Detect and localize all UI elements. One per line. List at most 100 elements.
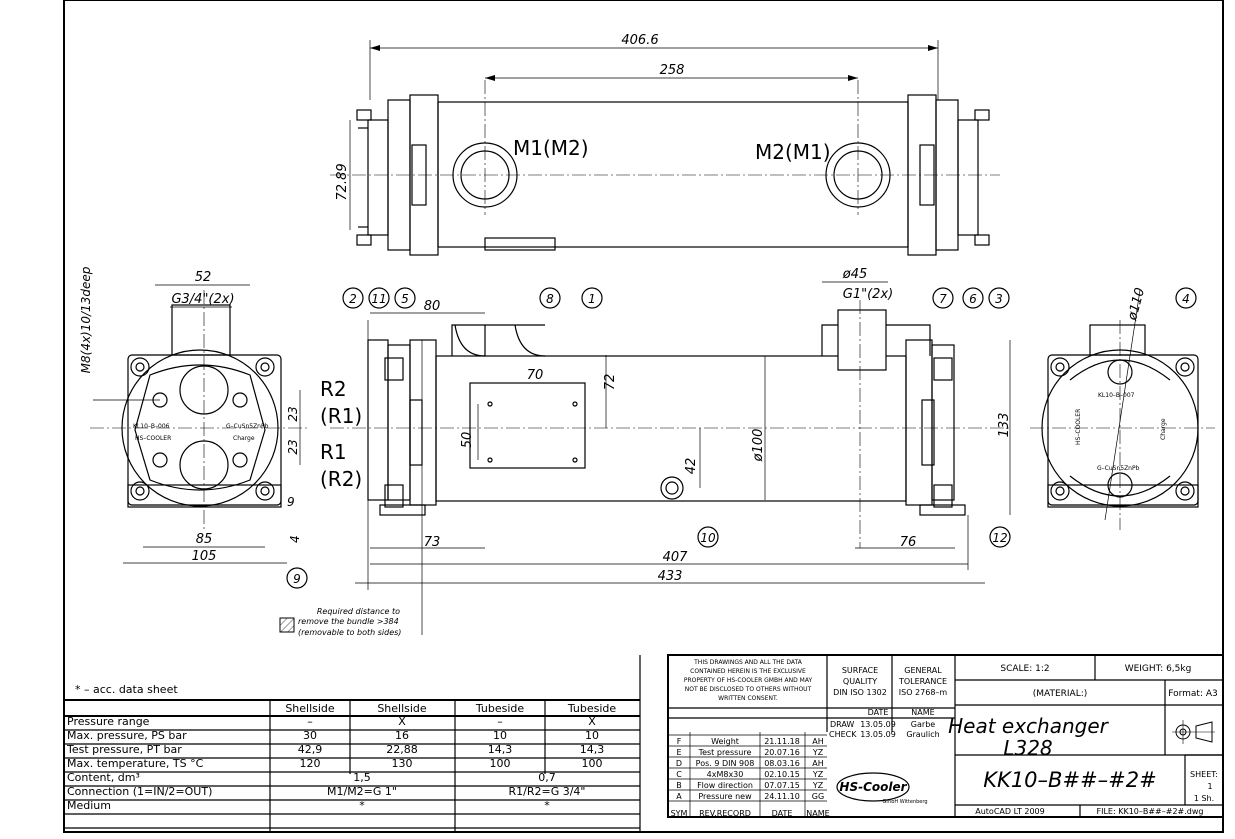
- surface-2: QUALITY: [843, 677, 877, 686]
- balloon-9: 9: [293, 572, 301, 586]
- draw-name: Garbe: [911, 720, 935, 729]
- dim-left-52: 52: [195, 270, 212, 285]
- sheet-label: SHEET:: [1190, 770, 1218, 779]
- spec-cell: –: [497, 715, 503, 728]
- dim-left-9: 9: [287, 495, 295, 509]
- spec-cell: 22,88: [386, 743, 418, 756]
- dim-side-42: 42: [684, 458, 699, 475]
- right-end-view: ø110 KL10–B–007 HS–COOLER Charge G–CuSn5…: [1030, 286, 1215, 530]
- plate-right-right: Charge: [1160, 418, 1167, 440]
- rev-sym: B: [676, 781, 682, 790]
- material: (MATERIAL:): [1033, 689, 1088, 699]
- rev-name: YZ: [812, 748, 824, 757]
- dim-side-433: 433: [658, 569, 683, 584]
- dim-left-g34: G3/4"(2x): [171, 292, 234, 307]
- plate-left-br: Charge: [233, 435, 255, 442]
- dim-side-133: 133: [997, 413, 1012, 438]
- spec-connection-label: Connection (1=IN/2=OUT): [67, 785, 212, 798]
- dim-side-80: 80: [424, 299, 441, 314]
- drawing-name-1: Heat exchanger: [948, 714, 1110, 738]
- copyright-4: NOT BE DISCLOSED TO OTHERS WITHOUT: [685, 686, 812, 693]
- spec-cell: 10: [585, 729, 599, 742]
- drawing-name-2: L328: [1003, 736, 1052, 760]
- name-header: NAME: [911, 708, 934, 717]
- tolerance-3: ISO 2768–m: [899, 688, 948, 697]
- note-line2: remove the bundle >384: [298, 617, 399, 626]
- balloon-1: 1: [588, 292, 596, 306]
- dim-side-d45: ø45: [842, 267, 868, 282]
- rev-sym: D: [676, 759, 682, 768]
- spec-cell: 10: [493, 729, 507, 742]
- spec-cell: 120: [300, 757, 321, 770]
- dim-left-23b: 23: [286, 439, 300, 454]
- spec-table: * – acc. data sheet Shellside Shellside …: [64, 655, 641, 832]
- spec-footnote: * – acc. data sheet: [75, 683, 178, 696]
- spec-medium-shell: *: [359, 799, 365, 812]
- rev-sym: C: [676, 770, 682, 779]
- check-label: CHECK: [829, 730, 857, 739]
- balloon-7: 7: [939, 292, 947, 306]
- spec-content-label: Content, dm³: [67, 771, 140, 784]
- spec-row-label: Max. temperature, TS °C: [67, 757, 204, 770]
- spec-connection-shell: M1/M2=G 1": [327, 785, 397, 798]
- spec-medium-label: Medium: [67, 799, 111, 812]
- surface-3: DIN ISO 1302: [833, 688, 887, 697]
- surface-1: SURFACE: [842, 666, 878, 675]
- sheet-number: 1: [1207, 782, 1212, 791]
- spec-cell: 30: [303, 729, 317, 742]
- check-name: Graulich: [906, 730, 939, 739]
- rev-record: Weight: [711, 737, 739, 746]
- spec-row-label: Max. pressure, PS bar: [67, 729, 187, 742]
- spec-header-3: Tubeside: [475, 702, 525, 715]
- spec-cell: 14,3: [488, 743, 513, 756]
- balloon-2: 2: [349, 292, 357, 306]
- plate-left-bl: HS–COOLER: [135, 435, 171, 442]
- spec-row-label: Pressure range: [67, 715, 150, 728]
- draw-label: DRAW: [830, 720, 854, 729]
- logo-subtext: GmbH Wittenberg: [882, 799, 927, 805]
- rev-header-sym: SYM: [671, 809, 688, 818]
- dim-left-85: 85: [196, 532, 213, 547]
- sheet-total: 1 Sh.: [1194, 794, 1214, 803]
- spec-cell: 16: [395, 729, 409, 742]
- plate-left-tl: KL10–B–006: [133, 423, 170, 430]
- balloon-3: 3: [995, 292, 1003, 306]
- tolerance-2: TOLERANCE: [898, 677, 947, 686]
- software: AutoCAD LT 2009: [975, 807, 1044, 816]
- file-name: FILE: KK10–B##–#2#.dwg: [1096, 807, 1203, 816]
- rev-date: 08.03.16: [764, 759, 800, 768]
- top-view: 406.6 258 M1(M2) M2(M1): [330, 33, 1000, 256]
- plate-right-left: HS–COOLER: [1075, 409, 1082, 445]
- projection-symbol-icon: [1172, 720, 1215, 744]
- spec-cell: 14,3: [580, 743, 605, 756]
- balloon-12: 12: [992, 531, 1007, 545]
- dim-top-ports: 258: [660, 63, 685, 78]
- format: Format: A3: [1168, 689, 1218, 699]
- scale: SCALE: 1:2: [1000, 664, 1049, 674]
- dim-top-height: 72.89: [335, 163, 350, 200]
- dim-side-g1: G1"(2x): [843, 287, 893, 302]
- weight: WEIGHT: 6,5kg: [1125, 664, 1192, 674]
- port-label-left: M1(M2): [513, 136, 589, 160]
- spec-content-shell: 1,5: [353, 771, 371, 784]
- dim-side-72: 72: [603, 374, 618, 391]
- rev-date: 24.11.10: [764, 792, 800, 801]
- balloon-10: 10: [700, 531, 716, 545]
- plate-right-bottom: G–CuSn5ZnPb: [1097, 465, 1140, 472]
- copyright-5: WRITTEN CONSENT.: [718, 695, 778, 702]
- removal-note: Required distance to remove the bundle >…: [279, 340, 423, 637]
- rev-name: AH: [812, 759, 824, 768]
- balloon-4: 4: [1182, 292, 1190, 306]
- dim-right-d110: ø110: [1125, 286, 1148, 323]
- label-r1: R1: [320, 440, 347, 464]
- dim-top-overall: 406.6: [621, 33, 658, 48]
- part-number: KK10–B##–#2#: [983, 768, 1156, 792]
- rev-sym: F: [677, 737, 682, 746]
- spec-cell: X: [398, 715, 406, 728]
- spec-header-4: Tubeside: [567, 702, 617, 715]
- label-r1-paren: (R1): [320, 404, 362, 428]
- note-line1: Required distance to: [317, 607, 400, 616]
- balloon-5: 5: [401, 292, 409, 306]
- rev-name: AH: [812, 737, 824, 746]
- rev-record: Pos. 9 DIN 908: [696, 759, 755, 768]
